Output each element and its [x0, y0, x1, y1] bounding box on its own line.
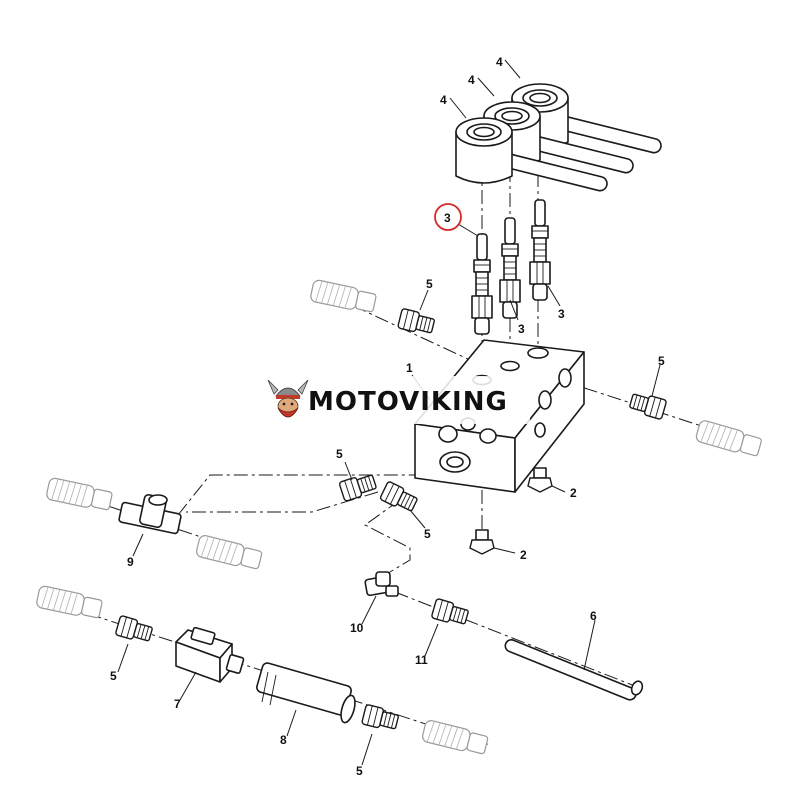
callout-4: 4 — [496, 55, 503, 69]
callout-labels: 4 4 4 3 3 3 1 5 5 5 5 5 5 2 2 9 10 11 6 … — [110, 55, 665, 778]
callout-3: 3 — [518, 322, 525, 336]
callout-3[interactable]: 3 — [444, 211, 451, 225]
callout-5: 5 — [336, 447, 343, 461]
filter — [256, 662, 356, 724]
callout-8: 8 — [280, 733, 287, 747]
solenoid-coil-2 — [483, 101, 634, 174]
cartridge-valve-2 — [499, 217, 521, 319]
callout-4: 4 — [468, 73, 475, 87]
union — [175, 626, 245, 683]
callout-2: 2 — [520, 548, 527, 562]
plug-lower — [469, 529, 495, 555]
callout-7: 7 — [174, 697, 181, 711]
callout-4: 4 — [440, 93, 447, 107]
viking-helmet-icon — [267, 379, 309, 418]
tube — [504, 639, 644, 701]
callout-5: 5 — [426, 277, 433, 291]
watermark-text: MOTOVIKING — [308, 387, 508, 417]
cartridge-valve-3 — [529, 199, 551, 301]
callout-11: 11 — [415, 653, 428, 667]
cartridge-valve-1 — [471, 233, 493, 335]
callout-5: 5 — [658, 354, 665, 368]
callout-6: 6 — [590, 609, 597, 623]
callout-5: 5 — [424, 527, 431, 541]
plugs — [469, 467, 553, 555]
callout-3: 3 — [558, 307, 565, 321]
elbow-fitting — [364, 571, 399, 597]
leader-lines — [117, 59, 661, 766]
callout-5: 5 — [110, 669, 117, 683]
plug-upper — [527, 467, 553, 493]
solenoid-coil-3 — [511, 83, 662, 154]
solenoid-coil-1 — [455, 117, 608, 192]
callout-5: 5 — [356, 764, 363, 778]
callout-9: 9 — [127, 555, 134, 569]
watermark: MOTOVIKING — [262, 376, 530, 424]
tee-fitting — [118, 493, 182, 535]
cartridge-valves — [471, 199, 551, 335]
callout-2: 2 — [570, 486, 577, 500]
solenoid-coils — [455, 83, 662, 192]
callout-1: 1 — [406, 361, 413, 375]
highlight-ring — [434, 203, 462, 231]
callout-10: 10 — [350, 621, 364, 635]
